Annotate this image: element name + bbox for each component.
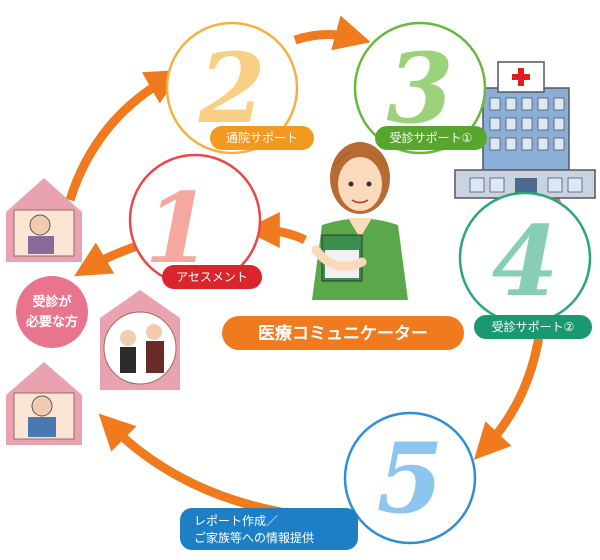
step-1-label: アセスメント — [176, 270, 248, 284]
step-5: 5 レポート作成／ ご家族等への情報提供 — [180, 413, 475, 550]
step-3-label: 受診サポート① — [390, 130, 473, 145]
patient-line2: 必要な方 — [25, 314, 78, 330]
step-4-label: 受診サポート② — [492, 319, 575, 334]
step-1: 1 アセスメント — [130, 155, 262, 289]
step-5-label-line1: レポート作成／ — [194, 514, 278, 528]
step-4-number: 4 — [492, 205, 559, 318]
communicator-title: 医療コミュニケーター — [258, 323, 428, 344]
arrow-communicator-to-1 — [260, 230, 305, 240]
communicator-badge: 医療コミュニケーター — [222, 316, 464, 350]
arrow-4-to-5 — [485, 330, 540, 448]
step-2-label: 通院サポート — [226, 131, 298, 145]
step-3: 3 受診サポート① — [355, 23, 487, 153]
communicator-figure — [312, 142, 408, 300]
step-2: 2 通院サポート — [167, 23, 314, 153]
patient-badge: 受診が 必要な方 — [16, 276, 88, 348]
arrow-2-to-3 — [295, 34, 355, 40]
family-house — [100, 290, 180, 390]
patient-line1: 受診が — [32, 294, 71, 310]
step-5-label-line2: ご家族等への情報提供 — [194, 530, 314, 545]
step-4: 4 受診サポート② — [460, 193, 592, 339]
arrow-5-to-patient — [110, 425, 355, 520]
step-5-number: 5 — [377, 422, 444, 535]
arrow-1-to-patient — [88, 245, 140, 268]
patient-house-bottom — [6, 362, 82, 445]
